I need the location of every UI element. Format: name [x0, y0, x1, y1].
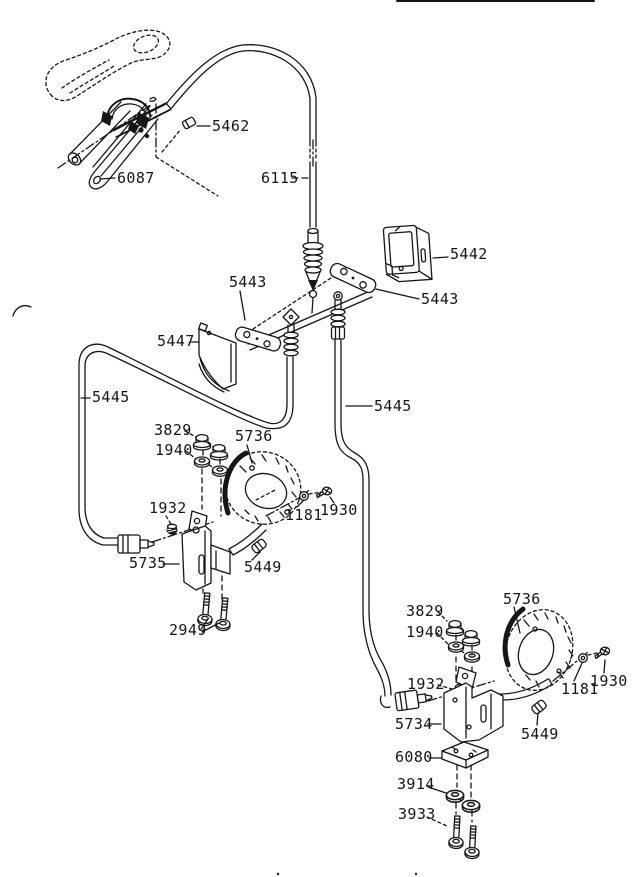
part-label-5443-right: 5443	[421, 290, 459, 308]
left-brake-assembly	[162, 430, 335, 633]
part-label-5462: 5462	[212, 117, 250, 135]
part-label-1932-left: 1932	[149, 499, 187, 517]
clip-5462	[181, 116, 211, 130]
part-label-5449-right: 5449	[521, 725, 559, 743]
part-label-5445-right: 5445	[374, 397, 412, 415]
part-label-1932-right: 1932	[407, 675, 445, 693]
part-label-1940-right: 1940	[406, 623, 444, 641]
part-label-1930-right: 1930	[590, 672, 628, 690]
part-label-1181-right: 1181	[561, 680, 599, 698]
right-brake-assembly	[426, 606, 611, 860]
part-label-1930-left: 1930	[320, 501, 358, 519]
part-label-3933: 3933	[398, 805, 436, 823]
equalizer-assembly	[234, 227, 420, 357]
part-label-5736-right: 5736	[503, 590, 541, 608]
part-label-5449-left: 5449	[244, 558, 282, 576]
bracket-5442	[382, 224, 449, 283]
page-artifacts	[12, 0, 595, 876]
part-label-5735: 5735	[129, 554, 167, 572]
front-cable-6115	[112, 44, 317, 228]
part-label-5447: 5447	[157, 332, 195, 350]
part-label-5445-left: 5445	[92, 388, 130, 406]
part-label-5442: 5442	[450, 245, 488, 263]
part-label-5736-left: 5736	[235, 427, 273, 445]
part-label-3914: 3914	[397, 775, 435, 793]
part-label-5734: 5734	[395, 715, 433, 733]
part-label-2949: 2949	[169, 621, 207, 639]
guide-plate-5447	[190, 322, 237, 393]
part-label-5443-left: 5443	[229, 273, 267, 291]
part-label-3829-left: 3829	[154, 421, 192, 439]
part-label-6080: 6080	[395, 748, 433, 766]
part-label-6087: 6087	[117, 169, 155, 187]
part-label-1940-left: 1940	[155, 441, 193, 459]
part-label-3829-right: 3829	[406, 602, 444, 620]
part-label-1181-left: 1181	[285, 506, 323, 524]
part-label-6115: 6115	[261, 169, 299, 187]
